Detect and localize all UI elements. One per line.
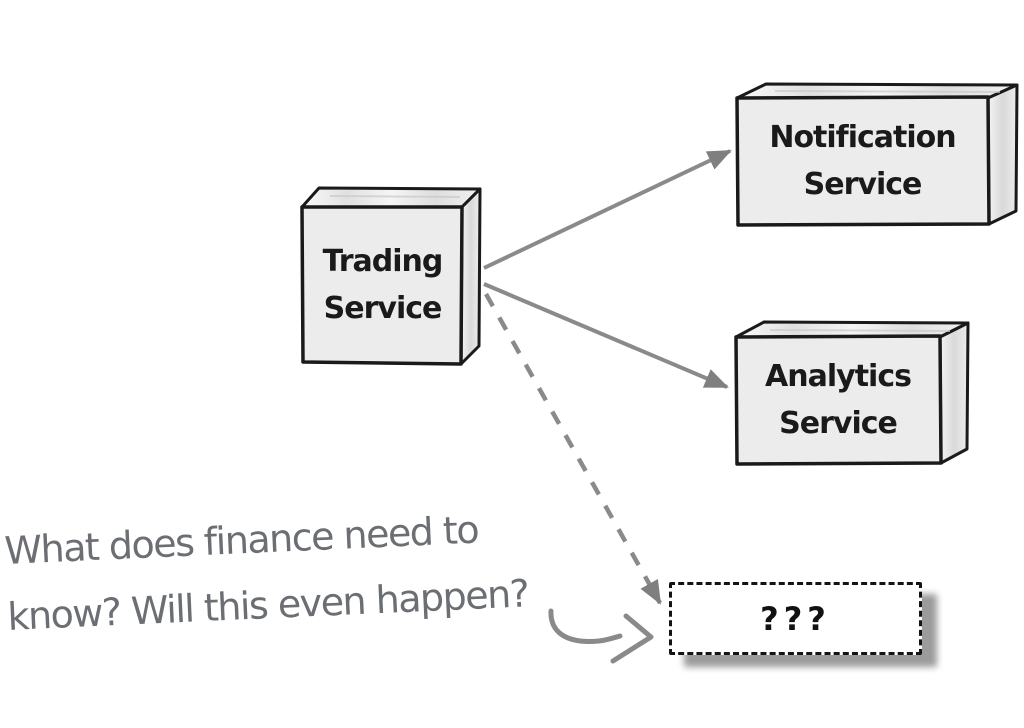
trading-service-box (300, 186, 482, 366)
analytics-box-hatch (769, 329, 951, 332)
notification-service-box (735, 82, 1019, 227)
arrow-trading-to-notification (483, 149, 732, 270)
mystery-label: ??? (760, 599, 831, 638)
annotation-pointer-arrowhead (610, 613, 654, 664)
trading-box-side-face (459, 187, 482, 366)
arrow-trading-to-analytics (483, 282, 729, 389)
annotation-pointer-arrow (548, 608, 623, 644)
notification-box-hatch (774, 90, 1001, 93)
dashed-arrow-trading-to-mystery (484, 292, 662, 605)
trading-box-hatch (329, 195, 461, 198)
mystery-box: ??? (669, 582, 922, 655)
notification-box-side-face (986, 83, 1019, 226)
annotation-text: What does finance need to know? Will thi… (3, 494, 530, 650)
notification-box-front-face (735, 95, 991, 227)
analytics-box-front-face (734, 334, 943, 466)
analytics-box-side-face (938, 321, 970, 465)
trading-box-front-face (300, 205, 464, 366)
analytics-service-box (734, 320, 970, 466)
